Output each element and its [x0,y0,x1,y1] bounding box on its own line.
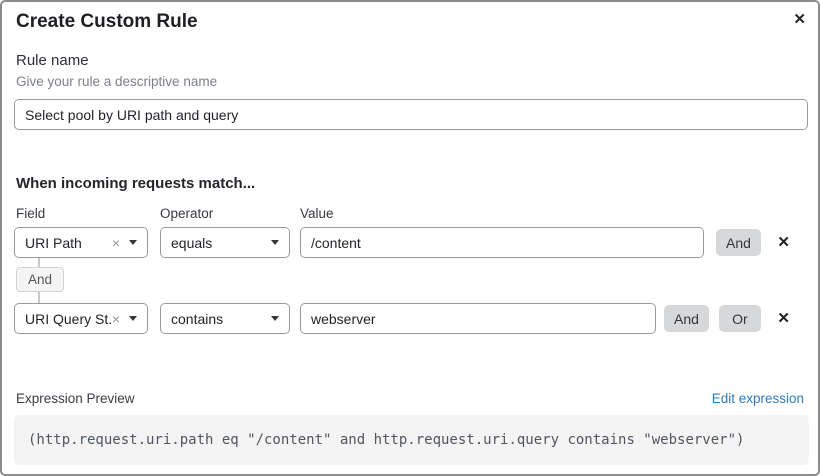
row-connector: And [16,258,806,303]
chevron-down-icon [129,240,137,245]
value-input[interactable] [300,227,704,258]
field-select-value: URI Query St... [25,310,112,327]
clear-selection-icon[interactable]: × [111,234,120,251]
chevron-down-icon [271,316,279,321]
operator-select[interactable]: contains [160,303,290,334]
column-labels: Field Operator Value [16,205,806,222]
remove-row-icon[interactable]: ✕ [777,310,790,327]
field-select[interactable]: URI Path × [14,227,148,258]
operator-column-label: Operator [160,206,214,221]
match-section-heading: When incoming requests match... [16,175,256,192]
expression-code-block: (http.request.uri.path eq "/content" and… [14,415,809,465]
connector-and-badge[interactable]: And [16,267,65,292]
connector-line [38,258,40,267]
chevron-down-icon [271,240,279,245]
field-select[interactable]: URI Query St... × [14,303,148,334]
expression-preview-label: Expression Preview [16,391,135,406]
rule-name-helper-text: Give your rule a descriptive name [16,74,218,89]
operator-select[interactable]: equals [160,227,290,258]
match-row: URI Path × equals And ✕ [14,227,806,258]
dialog-title: Create Custom Rule [16,11,198,32]
expression-code: (http.request.uri.path eq "/content" and… [28,432,745,448]
close-icon[interactable]: ✕ [789,8,810,31]
chevron-down-icon [129,316,137,321]
add-or-condition-button[interactable]: Or [718,305,761,332]
add-and-condition-button[interactable]: And [716,229,761,256]
field-select-value: URI Path [25,234,82,251]
operator-select-value: contains [171,310,224,327]
clear-selection-icon[interactable]: × [111,310,120,327]
expression-preview-header: Expression Preview Edit expression [16,390,804,407]
value-input[interactable] [300,303,656,334]
value-column-label: Value [300,206,334,221]
remove-row-icon[interactable]: ✕ [777,234,790,251]
match-row: URI Query St... × contains And Or ✕ [14,303,806,334]
edit-expression-link[interactable]: Edit expression [711,391,804,406]
rule-name-label: Rule name [16,52,89,69]
add-and-condition-button[interactable]: And [664,305,709,332]
operator-select-value: equals [171,234,213,251]
rule-name-input[interactable] [14,99,808,130]
connector-line [38,292,40,303]
field-column-label: Field [16,206,46,221]
